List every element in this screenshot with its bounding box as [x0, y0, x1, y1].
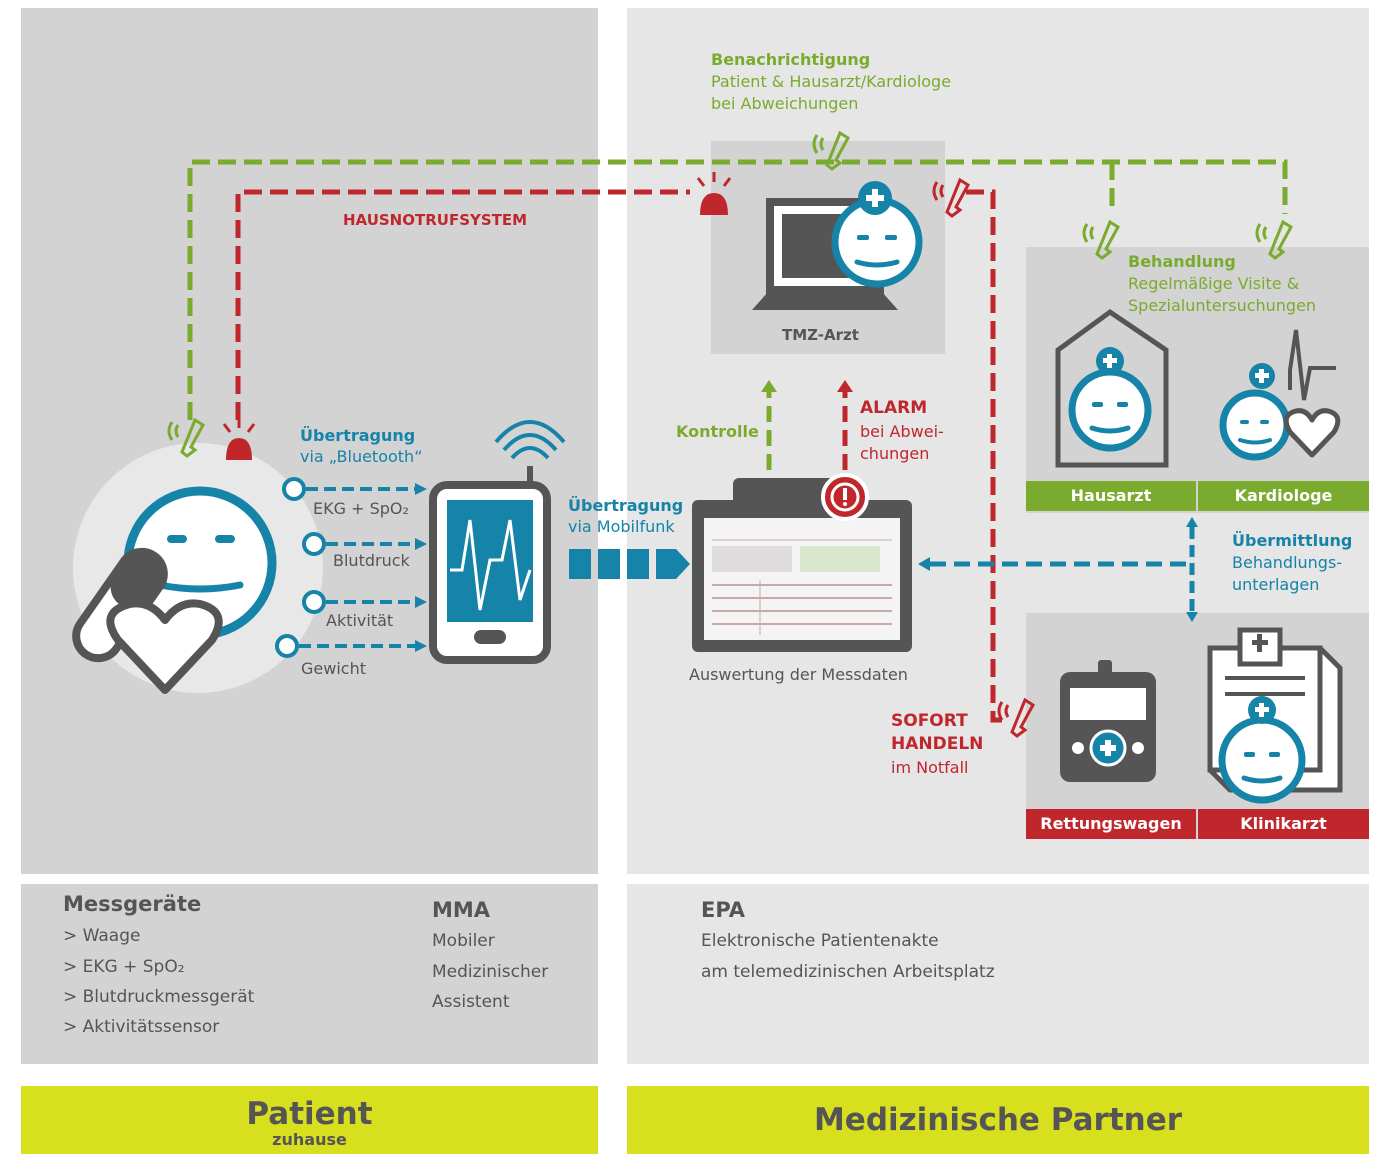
mobilfunk-title: Übertragung — [568, 496, 684, 515]
footer-partner: Medizinische Partner — [627, 1086, 1369, 1154]
siren-icon-patient — [222, 418, 256, 460]
sensor-aktivitaet: Aktivität — [326, 611, 394, 630]
doctor-face-icon-klinik — [1218, 696, 1306, 804]
mma-line: Mobiler — [432, 931, 495, 951]
heart-icon — [106, 599, 223, 694]
phone-icon-top — [812, 130, 850, 171]
mma-title: MMA — [432, 898, 491, 922]
bluetooth-title: Übertragung — [300, 426, 416, 445]
kontrolle-label: Kontrolle — [676, 422, 759, 441]
sofort-line2: HANDELN — [891, 734, 984, 754]
legend-patient-panel — [21, 884, 598, 1064]
hausnotruf-label: HAUSNOTRUFSYSTEM — [343, 211, 528, 229]
behandlung-line2: Spezialuntersuchungen — [1128, 296, 1317, 315]
notification-title: Benachrichtigung — [711, 50, 871, 69]
footer-patient-sub: zuhause — [272, 1130, 347, 1149]
epa-line: am telemedizinischen Arbeitsplatz — [701, 962, 995, 982]
klinikarzt-bar: Klinikarzt — [1198, 809, 1369, 839]
kontrolle-arrow — [761, 380, 777, 470]
messgeraete-item: > Aktivitätssensor — [63, 1017, 220, 1037]
footer-patient: Patient zuhause — [21, 1086, 598, 1154]
sensor-arrows — [275, 477, 427, 658]
messgeraete-title: Messgeräte — [63, 892, 202, 916]
epa-line: Elektronische Patientenakte — [701, 931, 939, 951]
sofort-line3: im Notfall — [891, 758, 969, 777]
footer-patient-title: Patient — [246, 1096, 373, 1132]
clipboard-icon — [692, 478, 912, 652]
bluetooth-sub: via „Bluetooth“ — [300, 447, 423, 466]
phone-icon-notfall — [997, 697, 1035, 738]
alarm-line2: chungen — [860, 444, 930, 463]
alarm-title: ALARM — [860, 398, 928, 418]
uebermittlung-arrows — [918, 517, 1198, 622]
footer-partner-title: Medizinische Partner — [813, 1102, 1183, 1138]
alarm-arrow — [837, 380, 853, 470]
patient-panel — [21, 8, 598, 874]
behandlung-title: Behandlung — [1128, 252, 1236, 271]
doctor-face-icon-tmz — [831, 181, 923, 288]
messgeraete-item: > Blutdruckmessgerät — [63, 987, 255, 1007]
warning-icon — [821, 473, 869, 521]
epa-title: EPA — [701, 898, 746, 922]
legend-partner-panel — [627, 884, 1369, 1064]
tmz-label: TMZ-Arzt — [782, 326, 859, 344]
kardiologe-bar: Kardiologe — [1198, 481, 1369, 511]
uebermittlung-line2: unterlagen — [1232, 575, 1320, 594]
phone-icon-kardiologe — [1255, 219, 1293, 260]
mma-line: Medizinischer — [432, 962, 549, 982]
uebermittlung-line1: Behandlungs- — [1232, 553, 1343, 572]
phone-icon-hausarzt — [1082, 219, 1120, 260]
sofort-line1: SOFORT — [891, 711, 968, 731]
siren-icon-top — [696, 172, 732, 215]
smartphone-icon — [429, 420, 566, 664]
sensor-gewicht: Gewicht — [301, 659, 366, 678]
mobilfunk-arrow — [569, 549, 690, 579]
messgeraete-item: > EKG + SpO₂ — [63, 957, 185, 977]
auswertung-label: Auswertung der Messdaten — [689, 665, 908, 684]
phone-icon-alarm — [932, 177, 970, 218]
behandlung-line1: Regelmäßige Visite & — [1128, 274, 1300, 293]
rettungswagen-bar: Rettungswagen — [1026, 809, 1196, 839]
phone-icon-patient — [167, 417, 205, 458]
hausarzt-bar: Hausarzt — [1026, 481, 1196, 511]
notification-line1: Patient & Hausarzt/Kardiologe — [711, 72, 952, 91]
alarm-line1: bei Abwei- — [860, 422, 944, 441]
ambulance-icon — [1060, 660, 1156, 782]
messgeraete-item: > Waage — [63, 926, 141, 946]
doctor-face-icon-kardiologe — [1219, 329, 1341, 461]
sensor-blutdruck: Blutdruck — [333, 551, 410, 570]
house-icon — [1055, 308, 1169, 468]
doctor-face-icon-hausarzt — [1068, 347, 1152, 452]
notification-line2: bei Abweichungen — [711, 94, 859, 113]
sensor-ekg: EKG + SpO₂ — [313, 499, 409, 518]
uebermittlung-title: Übermittlung — [1232, 531, 1353, 550]
mobilfunk-sub: via Mobilfunk — [568, 517, 675, 536]
mma-line: Assistent — [432, 992, 510, 1012]
